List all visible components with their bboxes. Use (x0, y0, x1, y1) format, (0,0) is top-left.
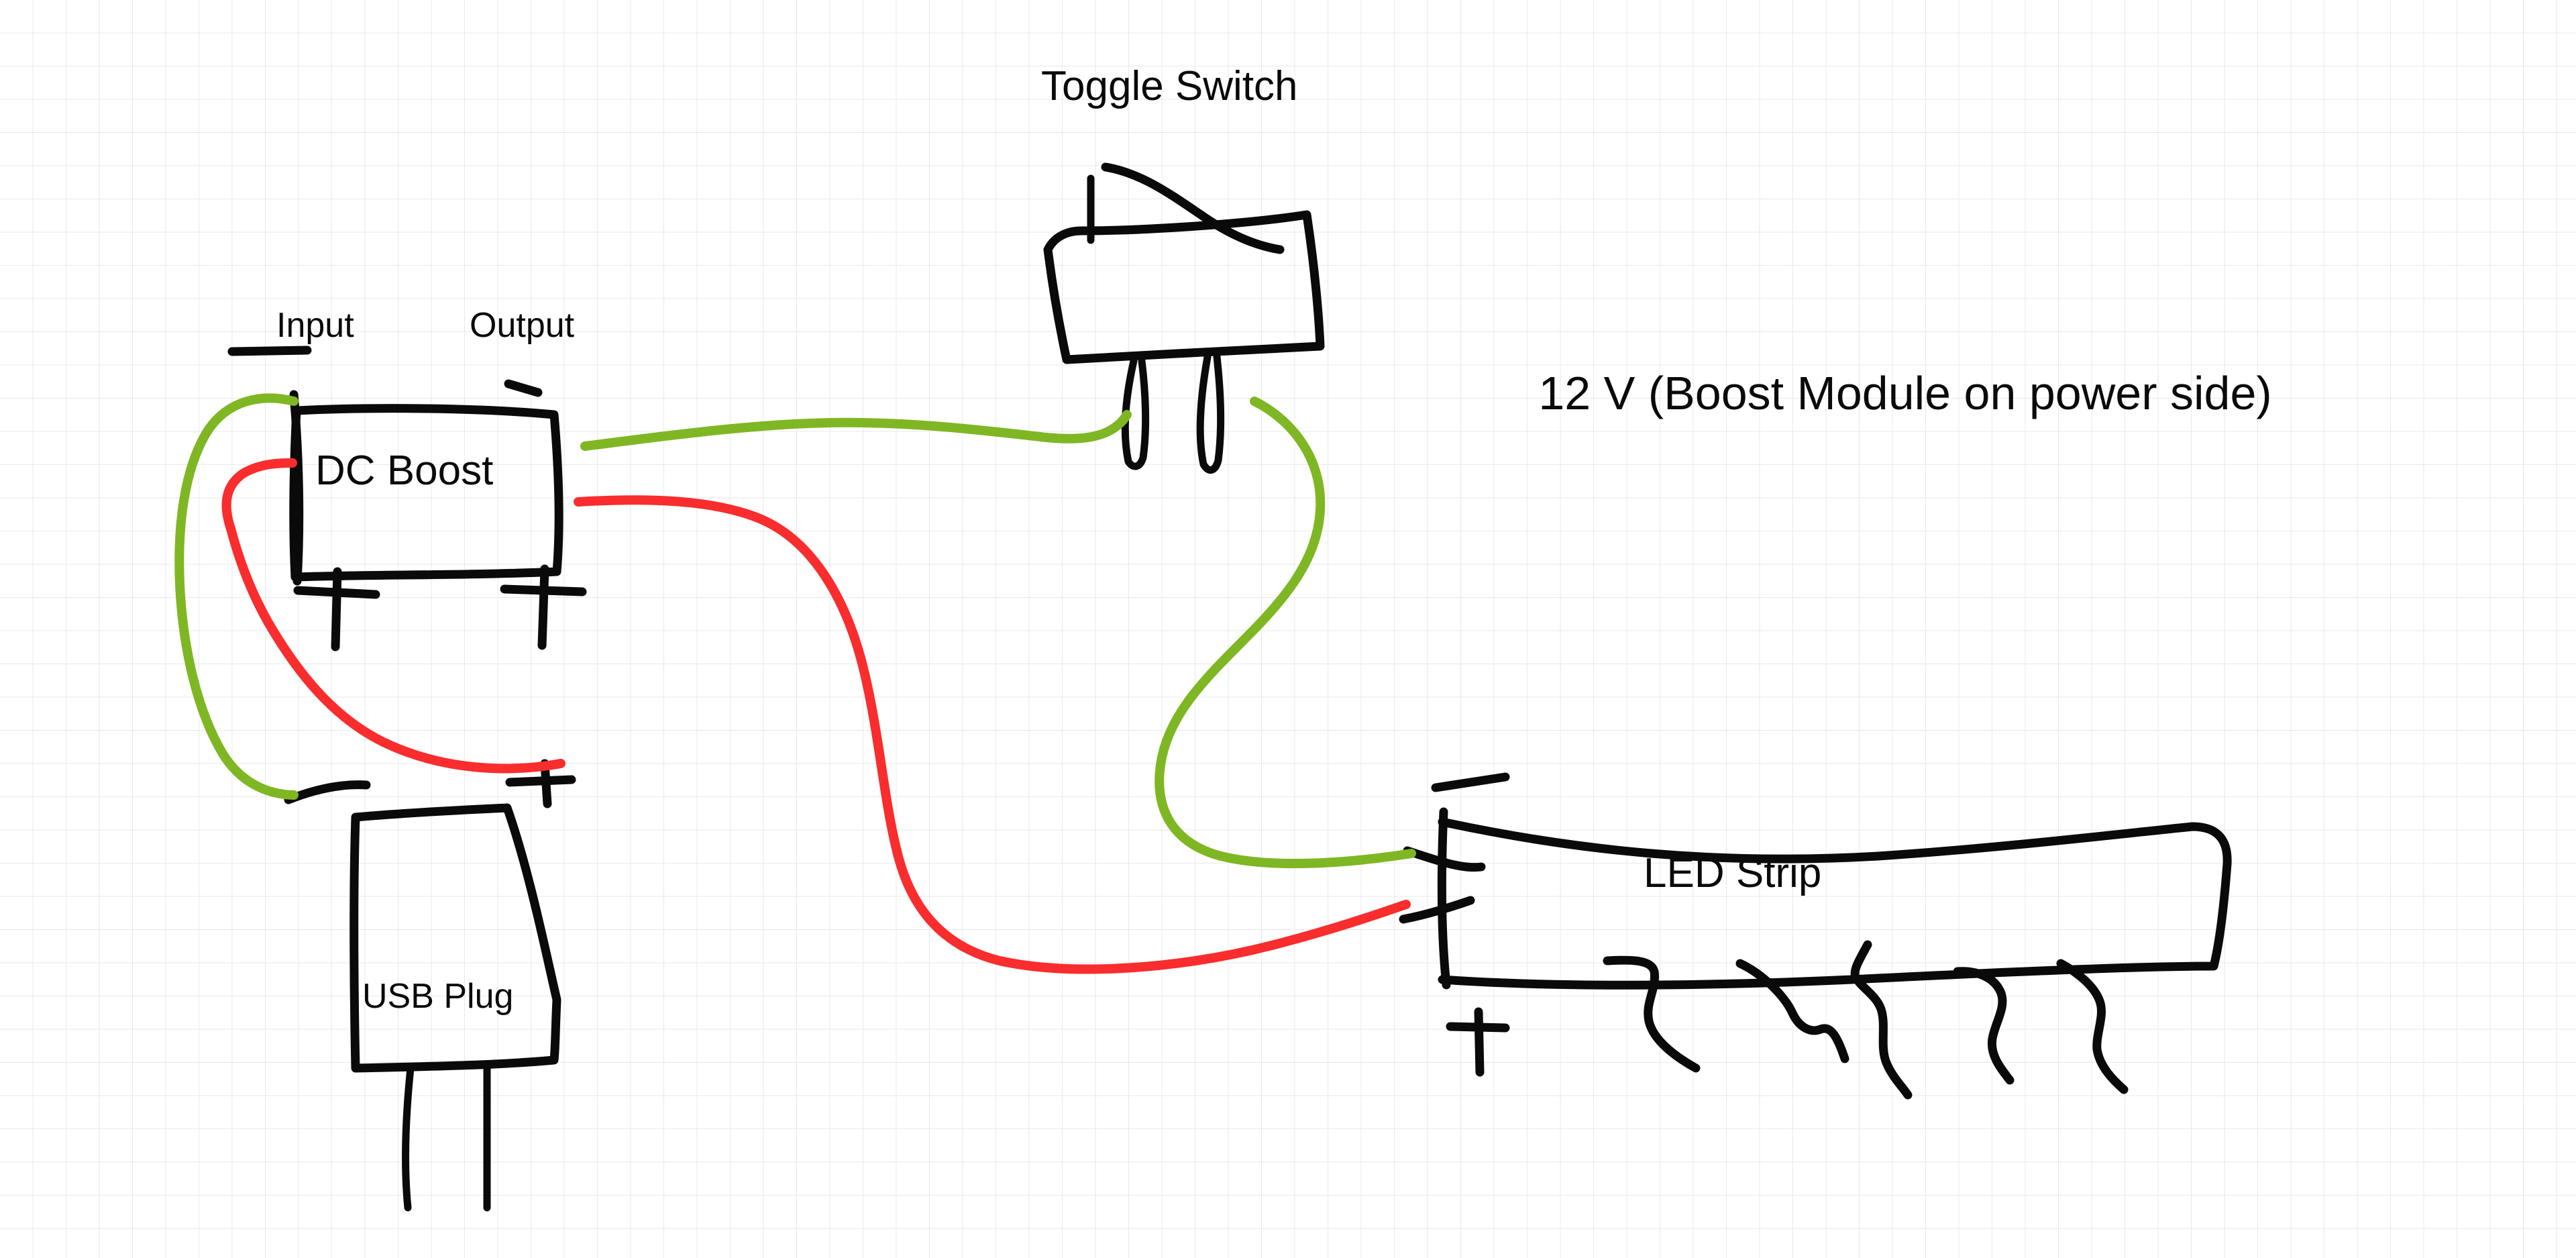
led-ray-3 (1850, 940, 1913, 1100)
toggle-switch-component (1043, 162, 1325, 474)
led-strip-component (1399, 772, 2232, 1100)
dc-boost-input-minus-mark (227, 346, 312, 356)
dc-boost-label: DC Boost (315, 448, 494, 494)
wire-switch-to-led-minus (1155, 397, 1416, 869)
led-ray-4 (1953, 967, 2015, 1085)
led-strip-label: LED Strip (1644, 850, 1822, 896)
wire-usb-minus-to-boost-input (174, 393, 299, 800)
toggle-switch-label: Toggle Switch (1041, 63, 1298, 109)
led-strip-minus-mark (1431, 772, 1510, 792)
toggle-switch-lever (1101, 162, 1285, 254)
led-strip-plus-mark (1446, 1007, 1510, 1077)
voltage-note: 12 V (Boost Module on power side) (1538, 367, 2272, 419)
led-ray-5 (2056, 959, 2129, 1094)
wire-usb-plus-to-boost-input (221, 458, 566, 774)
usb-plug-label: USB Plug (362, 977, 514, 1016)
dc-boost-output-plus-mark (500, 564, 587, 650)
dc-boost-left-edge (289, 390, 304, 586)
dc-boost-input-label: Input (276, 306, 354, 345)
toggle-switch-body (1043, 210, 1325, 364)
dc-boost-body (289, 404, 564, 582)
usb-plug-minus-mark (284, 780, 371, 804)
led-strip-light-rays (1603, 940, 2129, 1100)
usb-plug-prong-left (402, 1064, 415, 1212)
dc-boost-output-label: Output (470, 306, 575, 345)
dc-boost-component (227, 346, 587, 651)
led-strip-left-endcap (1437, 807, 1451, 990)
dc-boost-output-minus-mark (504, 379, 543, 397)
led-ray-1 (1603, 955, 1701, 1073)
dc-boost-input-plus-mark (293, 567, 380, 651)
toggle-switch-pin-right (1196, 353, 1225, 474)
led-strip-minus-terminal (1403, 846, 1486, 872)
led-ray-2 (1735, 959, 1849, 1063)
led-strip-plus-terminal (1399, 896, 1475, 924)
wire-boost-output-plus-to-led-plus (574, 495, 1411, 974)
wire-boost-output-minus-to-switch (580, 410, 1132, 451)
led-strip-body (1438, 817, 2232, 990)
usb-plug-body (350, 803, 561, 1073)
